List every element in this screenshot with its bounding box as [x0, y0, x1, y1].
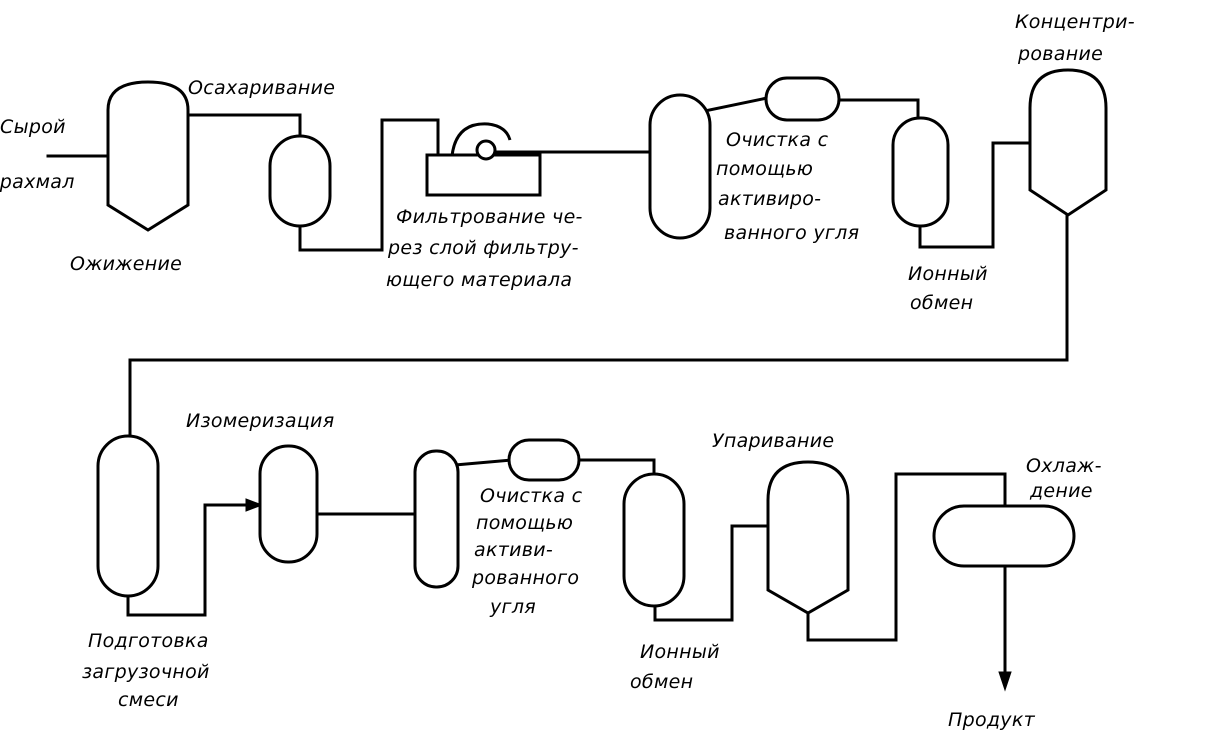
pipe-concentrator-to-feedprep [128, 213, 1069, 442]
filter-drum [475, 139, 497, 161]
label-filtration-1: Фильтрование че- [396, 206, 583, 228]
saccharification-vessel [268, 134, 332, 228]
pipe-vessel-to-ion [836, 98, 920, 122]
evaporator-tank [766, 460, 850, 615]
label-filtration-3: ющего материала [386, 269, 572, 291]
label-ion-bot-1: Ионный [640, 641, 720, 663]
feed-prep-column [96, 434, 160, 598]
carbon-vessel-1 [764, 76, 841, 122]
label-evaporation: Упаривание [712, 430, 834, 452]
cooler [932, 504, 1076, 568]
pipe-feedprep-to-isomer [126, 503, 247, 617]
label-ion-top-1: Ионный [908, 263, 988, 285]
label-cooling-1: Охлаж- [1026, 455, 1102, 477]
carbon-vessel-2 [507, 438, 581, 482]
pipe-carbon2-to-vessel [453, 458, 514, 467]
label-carbon-bot-3: активи- [474, 539, 553, 561]
label-concentration-2: рование [1017, 43, 1103, 65]
label-carbon-bot-5: угля [489, 596, 536, 618]
label-isomerization: Изомеризация [186, 410, 334, 432]
label-carbon-bot-1: Очистка с [480, 485, 583, 507]
pipe-vessel-to-filter [298, 118, 440, 252]
isomerization-column [258, 444, 319, 564]
pipe-vessel2-to-ion2 [576, 458, 656, 480]
label-feed-prep-1: Подготовка [88, 630, 209, 652]
carbon-column-1 [648, 93, 712, 240]
label-liquefaction: Ожижение [70, 253, 182, 275]
label-cooling-2: дение [1029, 480, 1093, 502]
ion-exchange-2 [622, 472, 686, 608]
ion-exchange-1 [891, 116, 950, 228]
arrowhead-product [998, 671, 1012, 692]
label-feed-prep-3: смеси [118, 689, 179, 711]
label-feed-prep-2: загрузочной [82, 661, 210, 683]
pipe-ion2-to-evaporator [653, 524, 798, 622]
carbon-column-2 [413, 449, 460, 589]
label-carbon-top-4: ванного угля [724, 222, 859, 244]
label-carbon-top-1: Очистка с [726, 129, 829, 151]
label-carbon-top-3: активиро- [718, 188, 821, 210]
label-product: Продукт [948, 709, 1036, 731]
label-carbon-top-2: помощью [716, 158, 813, 180]
pipe-evaporator-to-cooler [806, 472, 1007, 642]
label-saccharification: Осахаривание [188, 77, 335, 99]
label-concentration-1: Концентри- [1015, 11, 1135, 33]
vessels [96, 68, 1108, 615]
label-filtration-2: рез слой фильтру- [387, 237, 579, 259]
label-raw-material-1: Сырой [0, 116, 66, 138]
label-raw-material-2: крахмал [0, 171, 75, 193]
liquefaction-tank [106, 80, 190, 232]
label-ion-top-2: обмен [910, 292, 973, 314]
label-carbon-bot-4: рованного [471, 567, 579, 589]
pipe-carbon-to-vessel [698, 95, 774, 114]
filter-box [425, 153, 542, 197]
filter-drum-arc [450, 122, 512, 157]
arrowhead-feedprep-isomer [245, 498, 264, 512]
label-ion-bot-2: обмен [630, 671, 693, 693]
labels: Сырой крахмал Осахаривание Ожижение Филь… [0, 11, 1135, 731]
pipe-sacch-to-vessel [184, 113, 302, 142]
pipe-ion-to-concentrator [918, 141, 1062, 249]
concentrator-tank [1028, 68, 1108, 217]
label-carbon-bot-2: помощью [476, 512, 573, 534]
